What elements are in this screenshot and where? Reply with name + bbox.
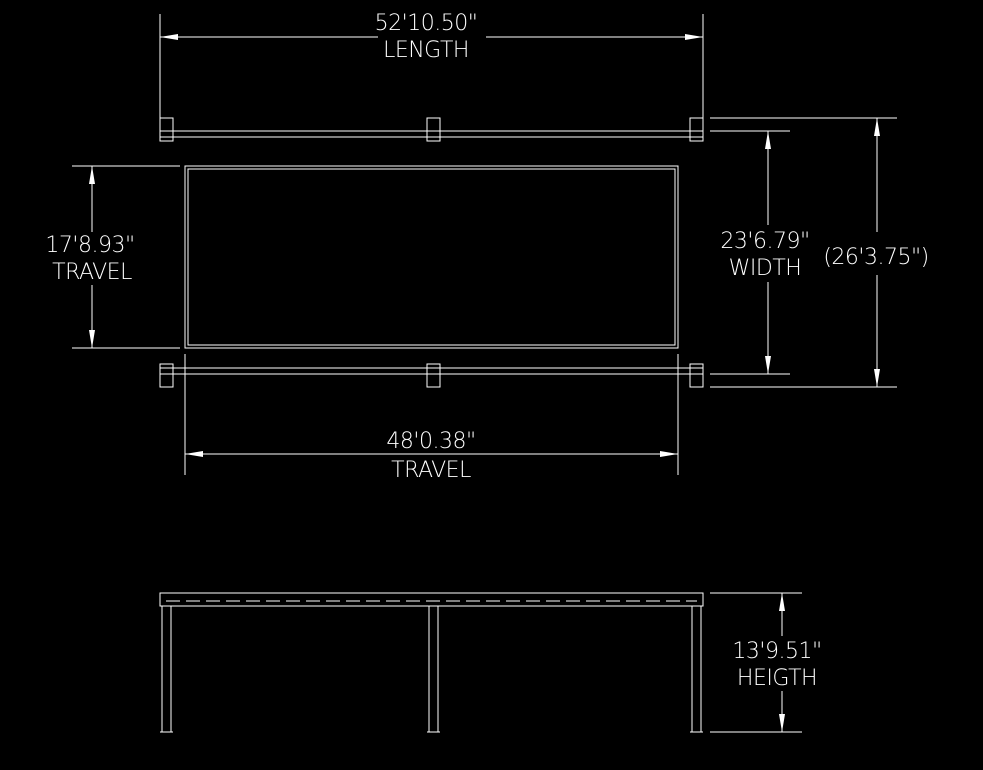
arrow-left-icon [160,34,178,40]
length-dimension: 52'10.50" LENGTH [159,11,704,118]
width-dimension: 23'6.79" WIDTH [710,130,810,375]
top-rail [159,117,704,142]
arrow-right-icon [685,34,703,40]
travel-x-dimension: 48'0.38" TRAVEL [184,354,679,483]
rail-block-right-top [689,117,704,142]
travel-y-label: TRAVEL [52,260,132,285]
travel-area [184,165,679,349]
arrow-up-icon [874,118,880,136]
arrow-down-icon [89,330,95,348]
arrow-left-icon [185,451,203,457]
rail-block-mid-top [426,117,441,142]
travel-y-dimension: 17'8.93" TRAVEL [45,165,180,349]
overall-dimension: (26'3.75") [710,117,929,388]
rail-block-left-bottom [159,363,174,388]
elevation-view [159,592,704,733]
plan-view [159,117,704,388]
width-value: 23'6.79" [720,229,809,254]
width-label: WIDTH [729,256,802,281]
arrow-right-icon [660,451,678,457]
height-dimension: 13'9.51" HEIGTH [710,592,822,733]
height-label: HEIGTH [737,666,817,691]
leg-middle [428,605,439,733]
arrow-up-icon [765,131,771,149]
travel-x-label: TRAVEL [391,458,471,483]
leg-right [691,605,702,733]
leg-left [161,605,172,733]
travel-x-value: 48'0.38" [386,429,475,454]
rail-block-left-top [159,117,174,142]
overall-value: (26'3.75") [823,245,928,270]
beam [159,592,704,607]
height-value: 13'9.51" [732,639,821,664]
arrow-up-icon [779,593,785,611]
arrow-down-icon [765,356,771,374]
rail-block-right-bottom [689,363,704,388]
length-label: LENGTH [383,38,469,63]
travel-y-value: 17'8.93" [45,233,134,258]
arrow-up-icon [89,166,95,184]
rail-block-mid-bottom [426,363,441,388]
arrow-down-icon [779,714,785,732]
bottom-rail [159,363,704,388]
length-value: 52'10.50" [375,11,478,36]
arrow-down-icon [874,369,880,387]
